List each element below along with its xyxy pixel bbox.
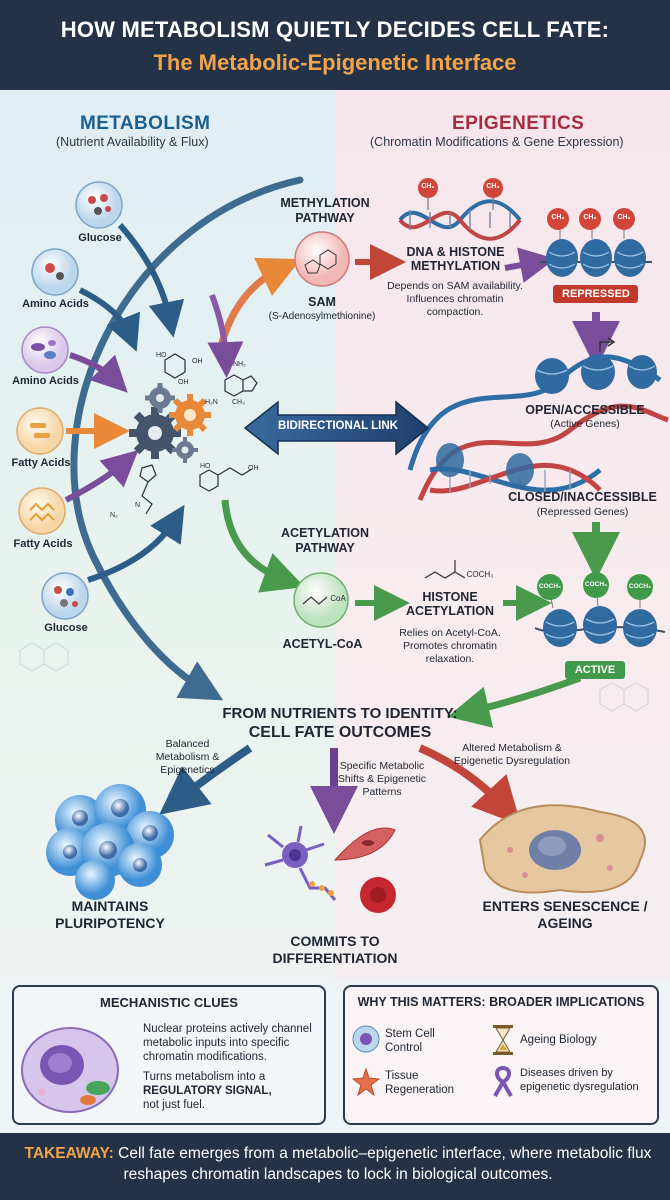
acetylation-process-label: HISTONE ACETYLATION xyxy=(406,590,494,618)
clue-text-2-pre: Turns metabolism into a xyxy=(143,1071,266,1083)
starfish-icon xyxy=(352,1068,380,1096)
svg-text:OH: OH xyxy=(178,379,189,386)
balanced-condition: Balanced Metabolism & Epigenetics xyxy=(155,738,220,776)
svg-text:HO: HO xyxy=(156,352,167,359)
acetyl-group-label: COCH₃ xyxy=(628,583,652,590)
pluripotent-cells xyxy=(46,784,174,900)
methyl-group-label: CH₃ xyxy=(421,183,435,190)
glucose-circle-2 xyxy=(41,572,89,620)
takeaway-body: Cell fate emerges from a metabolic–epige… xyxy=(118,1145,652,1183)
methyl-group-label: CH₃ xyxy=(583,214,597,221)
header-banner xyxy=(0,0,670,90)
senescence-result: ENTERS SENESCENCE / AGEING xyxy=(482,898,648,931)
fatty-acid-circle-1 xyxy=(16,407,64,455)
svg-text:OH: OH xyxy=(248,465,259,472)
input-label-fatty-acids: Fatty Acids xyxy=(11,457,71,469)
implications-title: WHY THIS MATTERS: BROADER IMPLICATIONS xyxy=(357,995,645,1009)
stem-cell-icon xyxy=(352,1025,380,1053)
differentiated-cells xyxy=(264,825,396,913)
repressed-badge: REPRESSED xyxy=(553,285,638,303)
svg-text:CH₃: CH₃ xyxy=(232,399,245,406)
takeaway-banner xyxy=(0,1133,670,1200)
closed-chromatin-sub: (Repressed Genes) xyxy=(536,506,629,518)
chromatin-helix xyxy=(407,337,669,501)
open-chromatin-label: OPEN/ACCESSIBLE xyxy=(525,403,645,417)
open-chromatin-sub: (Active Genes) xyxy=(550,418,620,430)
dna-methylation-helix xyxy=(398,178,522,241)
implication-stem-cell: Stem Cell Control xyxy=(385,1028,435,1054)
acetyl-group-label: COCH₃ xyxy=(538,583,562,590)
diagram-artwork: HO OH OH NH₂ CH₃ H₂N HO OH N N₂ xyxy=(16,176,669,913)
clue-text-2-bold: REGULATORY SIGNAL, xyxy=(143,1085,272,1097)
acetyl-group-label: COCH₃ xyxy=(584,581,608,588)
input-label-amino-acids: Amino Acids xyxy=(12,375,79,387)
methyl-group-label: CH₃ xyxy=(551,214,565,221)
epigenetics-subtitle: (Chromatin Modifications & Gene Expressi… xyxy=(370,135,624,149)
takeaway-label: TAKEAWAY: xyxy=(24,1145,114,1162)
clue-text-2-post: not just fuel. xyxy=(143,1099,206,1111)
senescent-cell xyxy=(478,804,646,894)
awareness-ribbon-icon xyxy=(493,1066,513,1097)
takeaway-text: TAKEAWAY: Cell fate emerges from a metab… xyxy=(18,1143,658,1185)
input-label-fatty-acids: Fatty Acids xyxy=(13,538,73,550)
differentiation-result: COMMITS TO DIFFERENTIATION xyxy=(272,933,398,966)
closed-chromatin-label: CLOSED/INACCESSIBLE xyxy=(508,490,657,504)
pluripotency-result: MAINTAINS PLURIPOTENCY xyxy=(55,898,165,931)
svg-text:N₂: N₂ xyxy=(110,512,118,519)
dysregulation-condition: Altered Metabolism & Epigenetic Dysregul… xyxy=(453,742,571,767)
acetylation-pathway-label: ACETYLATION PATHWAY xyxy=(281,526,369,555)
hourglass-icon xyxy=(493,1025,513,1055)
input-label-amino-acids: Amino Acids xyxy=(22,298,89,310)
svg-text:OH: OH xyxy=(192,358,203,365)
implication-tissue-regeneration: Tissue Regeneration xyxy=(385,1070,455,1096)
active-nucleosomes xyxy=(534,572,666,647)
amino-acid-circle-1 xyxy=(31,248,79,296)
coa-label: CoA xyxy=(330,594,346,603)
svg-text:HO: HO xyxy=(200,463,211,470)
clue-text-2: Turns metabolism into a REGULATORY SIGNA… xyxy=(143,1070,323,1112)
methylation-pathway-label: METHYLATION PATHWAY xyxy=(280,196,370,225)
page-subtitle: The Metabolic-Epigenetic Interface xyxy=(153,50,517,75)
bidirectional-link-label: BIDIRECTIONAL LINK xyxy=(278,420,398,432)
acetyl-skeletal xyxy=(424,560,466,579)
methyl-group-label: CH₃ xyxy=(617,214,631,221)
page-title: HOW METABOLISM QUIETLY DECIDES CELL FATE… xyxy=(60,17,610,42)
metabolic-gears xyxy=(129,383,211,463)
acetylation-note: Relies on Acetyl-CoA. Promotes chromatin… xyxy=(399,627,501,665)
shift-condition: Specific Metabolic Shifts & Epigenetic P… xyxy=(337,760,427,798)
clue-text-1: Nuclear proteins actively channel metabo… xyxy=(143,1023,312,1063)
sam-label: SAM xyxy=(308,295,336,309)
active-badge: ACTIVE xyxy=(565,661,625,679)
metabolism-title: METABOLISM xyxy=(80,113,211,134)
methylation-process-label: DNA & HISTONE METHYLATION xyxy=(406,245,505,273)
mechanistic-clues-title: MECHANISTIC CLUES xyxy=(100,995,238,1010)
epigenetics-title: EPIGENETICS xyxy=(452,113,585,134)
input-label-glucose: Glucose xyxy=(78,232,122,244)
svg-text:H₂N: H₂N xyxy=(205,399,218,406)
bidirectional-arrow xyxy=(243,400,430,456)
svg-text:N: N xyxy=(135,502,140,509)
metabolism-subtitle: (Nutrient Availability & Flux) xyxy=(56,135,209,149)
repressed-nucleosomes xyxy=(540,208,652,277)
glucose-circle-1 xyxy=(75,181,123,229)
sam-full-name: (S-Adenosylmethionine) xyxy=(268,311,376,322)
input-label-glucose: Glucose xyxy=(44,622,88,634)
methyl-group-label: CH₃ xyxy=(486,183,500,190)
acetyl-coa-molecule xyxy=(293,572,349,628)
amino-acid-circle-2 xyxy=(21,326,69,374)
implication-diseases: Diseases driven by epigenetic dysregulat… xyxy=(520,1067,639,1093)
outcomes-subtitle: CELL FATE OUTCOMES xyxy=(248,724,432,741)
outcomes-title: FROM NUTRIENTS TO IDENTITY: xyxy=(222,705,458,722)
sam-molecule xyxy=(294,231,350,287)
fatty-acid-circle-2 xyxy=(18,487,66,535)
methylation-note: Depends on SAM availability. Influences … xyxy=(387,280,523,318)
acetyl-coa-label: ACETYL-CoA xyxy=(282,637,363,651)
acetyl-formula-label: COCH₃ xyxy=(466,570,494,579)
implication-ageing: Ageing Biology xyxy=(520,1034,597,1046)
cell-illustration-icon xyxy=(21,1027,119,1113)
svg-text:NH₂: NH₂ xyxy=(233,361,246,368)
